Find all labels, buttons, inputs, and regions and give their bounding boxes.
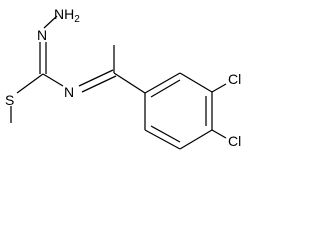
bond-n-c-imine-b [81,75,117,93]
atom-label-n-imine: N [64,84,74,100]
atom-label-cl-3: Cl [228,71,241,87]
bond-c-s [16,73,44,94]
bond-cl-4 [211,129,227,139]
ring-bond-4 [179,129,213,150]
atom-label-nh2: NH2 [54,6,80,25]
bond-n-c-imine-a [78,69,114,87]
bond-c-aryl [113,72,146,94]
nh2-main-text: NH [54,6,74,22]
bond-nh2-n [43,15,58,29]
ring-bond-1 [144,72,181,94]
nh2-subscript-text: 2 [74,14,80,25]
chemical-structure: NH2 N S N Cl Cl [5,6,241,150]
bond-c-n [42,73,64,87]
atom-label-s: S [5,92,14,108]
ring-inner-bond-3 [150,125,181,143]
ring-inner-bond-1 [150,79,181,98]
bond-cl-3 [211,83,227,93]
atom-label-cl-4: Cl [228,133,241,149]
atom-label-n-upper: N [37,27,47,43]
ring-bond-2 [179,72,213,93]
ring-bond-5 [144,129,181,150]
